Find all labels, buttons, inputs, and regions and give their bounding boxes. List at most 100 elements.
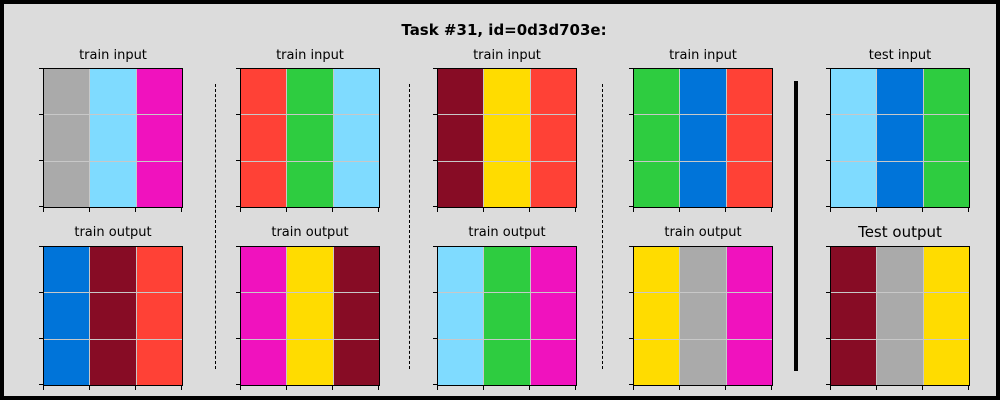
axis-tick bbox=[236, 114, 240, 115]
axis-tick bbox=[679, 208, 680, 212]
axis-tick bbox=[826, 206, 830, 207]
panel-title: train input bbox=[669, 48, 737, 63]
axis-tick bbox=[629, 206, 633, 207]
grid-cell bbox=[726, 115, 772, 161]
axis-tick bbox=[876, 208, 877, 212]
axis-tick bbox=[378, 386, 379, 390]
axis-tick bbox=[629, 160, 633, 161]
axis-tick bbox=[633, 208, 634, 212]
axis-tick bbox=[826, 68, 830, 69]
axis-tick bbox=[236, 338, 240, 339]
axis-tick bbox=[629, 384, 633, 385]
axis-tick bbox=[135, 208, 136, 212]
grid-cell bbox=[877, 339, 923, 385]
grid-cell bbox=[634, 293, 680, 339]
grid-cell bbox=[287, 161, 333, 207]
grid-cell bbox=[680, 115, 726, 161]
grid-cell bbox=[287, 69, 333, 115]
grid-cell bbox=[831, 339, 877, 385]
axis-tick bbox=[39, 338, 43, 339]
axis-tick bbox=[332, 386, 333, 390]
axis-tick bbox=[236, 292, 240, 293]
grid-cell bbox=[831, 293, 877, 339]
panel-title: train input bbox=[276, 48, 344, 63]
axis-tick bbox=[43, 208, 44, 212]
panel-title: Test output bbox=[858, 223, 942, 241]
grid-panel bbox=[437, 246, 577, 386]
axis-tick bbox=[922, 386, 923, 390]
grid-cell bbox=[831, 161, 877, 207]
grid-cell bbox=[44, 161, 90, 207]
grid-cell bbox=[136, 293, 182, 339]
panel-title: train input bbox=[473, 48, 541, 63]
grid-cell bbox=[438, 115, 484, 161]
grid-cell bbox=[680, 339, 726, 385]
grid-cell bbox=[923, 161, 969, 207]
axis-tick bbox=[437, 208, 438, 212]
grid-cell bbox=[726, 161, 772, 207]
grid-cell bbox=[333, 339, 379, 385]
grid-panel bbox=[240, 246, 380, 386]
grid-cell bbox=[877, 115, 923, 161]
axis-tick bbox=[679, 386, 680, 390]
grid-cell bbox=[333, 161, 379, 207]
axis-tick bbox=[725, 386, 726, 390]
axis-tick bbox=[826, 338, 830, 339]
axis-tick bbox=[39, 384, 43, 385]
axis-tick bbox=[826, 160, 830, 161]
grid-cell bbox=[530, 247, 576, 293]
grid-panel bbox=[43, 68, 183, 208]
grid-panel bbox=[633, 68, 773, 208]
axis-tick bbox=[286, 208, 287, 212]
grid-cell bbox=[44, 69, 90, 115]
pair-separator bbox=[215, 84, 216, 369]
axis-tick bbox=[433, 160, 437, 161]
grid-cell bbox=[726, 69, 772, 115]
axis-tick bbox=[629, 338, 633, 339]
grid-cell bbox=[44, 247, 90, 293]
test-separator bbox=[794, 81, 798, 371]
grid-cell bbox=[241, 161, 287, 207]
axis-tick bbox=[629, 68, 633, 69]
grid-cell bbox=[530, 293, 576, 339]
axis-tick bbox=[43, 386, 44, 390]
grid-cell bbox=[333, 293, 379, 339]
grid-cell bbox=[923, 339, 969, 385]
grid-cell bbox=[680, 247, 726, 293]
grid-cell bbox=[877, 293, 923, 339]
axis-tick bbox=[725, 208, 726, 212]
grid-cell bbox=[438, 247, 484, 293]
axis-tick bbox=[830, 208, 831, 212]
grid-cell bbox=[287, 247, 333, 293]
axis-tick bbox=[483, 386, 484, 390]
grid-cell bbox=[136, 69, 182, 115]
grid-panel bbox=[437, 68, 577, 208]
axis-tick bbox=[529, 386, 530, 390]
grid-cell bbox=[44, 293, 90, 339]
grid-panel bbox=[830, 246, 970, 386]
axis-tick bbox=[39, 292, 43, 293]
axis-tick bbox=[433, 246, 437, 247]
grid-cell bbox=[90, 247, 136, 293]
axis-tick bbox=[332, 208, 333, 212]
grid-panel bbox=[830, 68, 970, 208]
grid-cell bbox=[634, 161, 680, 207]
grid-cell bbox=[136, 161, 182, 207]
pair-separator bbox=[602, 84, 603, 369]
axis-tick bbox=[433, 206, 437, 207]
grid-cell bbox=[484, 339, 530, 385]
grid-cell bbox=[530, 115, 576, 161]
panel-title: train output bbox=[271, 225, 349, 240]
panel-title: train output bbox=[468, 225, 546, 240]
grid-cell bbox=[484, 161, 530, 207]
grid-cell bbox=[484, 247, 530, 293]
axis-tick bbox=[39, 160, 43, 161]
axis-tick bbox=[876, 386, 877, 390]
axis-tick bbox=[181, 208, 182, 212]
axis-tick bbox=[629, 246, 633, 247]
grid-cell bbox=[923, 247, 969, 293]
axis-tick bbox=[39, 68, 43, 69]
panel-title: train output bbox=[664, 225, 742, 240]
axis-tick bbox=[39, 114, 43, 115]
grid-cell bbox=[241, 293, 287, 339]
